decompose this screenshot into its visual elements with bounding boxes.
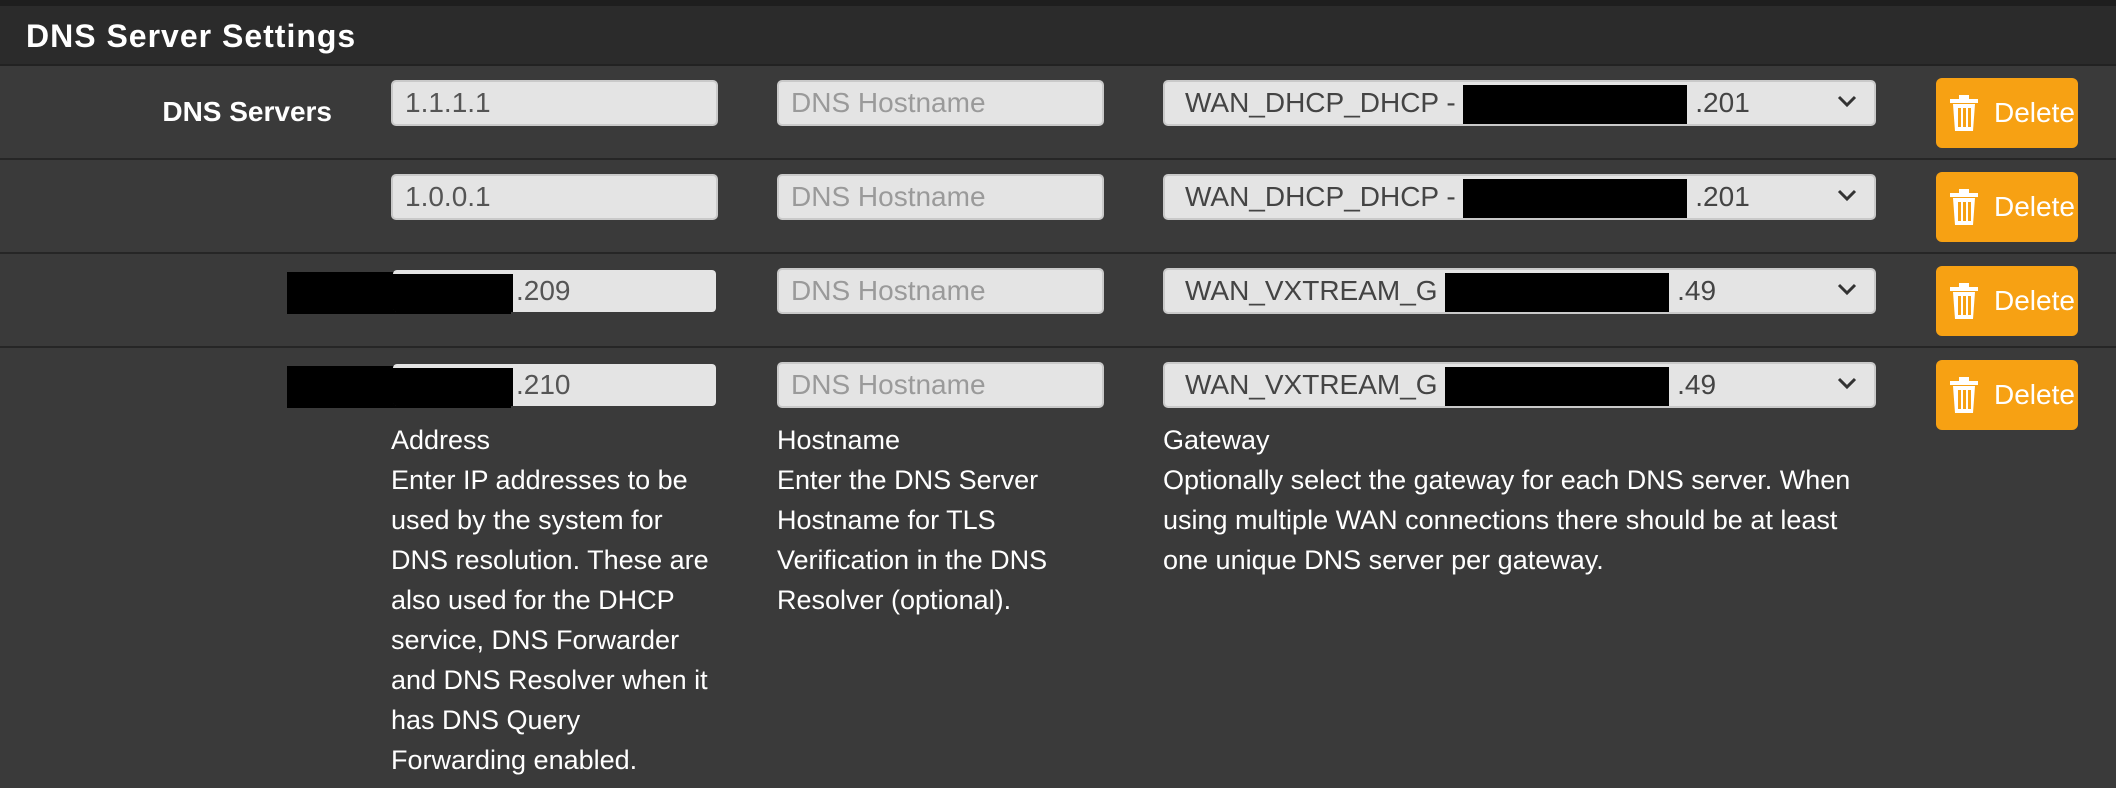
dns-address-input[interactable]: 1.0.0.1 [391, 174, 718, 220]
gateway-help: Gateway Optionally select the gateway fo… [1163, 420, 1883, 580]
dns-address-input[interactable]: .209 [391, 268, 718, 314]
chevron-down-icon [1837, 377, 1857, 390]
dns-hostname-placeholder: DNS Hostname [791, 181, 986, 212]
delete-button-label: Delete [1994, 191, 2075, 222]
dns-hostname-input[interactable]: DNS Hostname [777, 362, 1104, 408]
gateway-select-suffix: .201 [1695, 181, 1750, 212]
redaction-box [1445, 366, 1670, 406]
gateway-select-value: WAN_VXTREAM_G [1185, 369, 1438, 400]
redaction-box [1463, 178, 1688, 218]
redaction-box [1445, 272, 1670, 312]
hostname-help-text: Enter the DNS Server Hostname for TLS Ve… [777, 465, 1048, 615]
gateway-select-suffix: .49 [1677, 275, 1717, 306]
dns-hostname-input[interactable]: DNS Hostname [777, 174, 1104, 220]
delete-button[interactable]: Delete [1936, 172, 2078, 242]
gateway-select-suffix: .49 [1677, 369, 1717, 400]
delete-button[interactable]: Delete [1936, 360, 2078, 430]
chevron-down-icon [1837, 283, 1857, 296]
dns-address-input[interactable]: 1.1.1.1 [391, 80, 718, 126]
dns-server-row: DNS Servers 1.1.1.1 DNS Hostname WAN_DHC… [0, 66, 2116, 160]
gateway-select[interactable]: WAN_DHCP_DHCP - .201 [1163, 80, 1876, 126]
panel-heading: DNS Server Settings [0, 6, 2116, 66]
delete-button-label: Delete [1994, 97, 2075, 128]
dns-hostname-input[interactable]: DNS Hostname [777, 80, 1104, 126]
gateway-select-value: WAN_VXTREAM_G [1185, 275, 1438, 306]
dns-server-row: .210 DNS Hostname WAN_VXTREAM_G .49 Dele… [0, 348, 2116, 788]
address-help: Address Enter IP addresses to be used by… [391, 420, 721, 780]
gateway-select-value: WAN_DHCP_DHCP - [1185, 87, 1464, 118]
dns-server-row: .209 DNS Hostname WAN_VXTREAM_G .49 Dele… [0, 254, 2116, 348]
gateway-select-suffix: .201 [1695, 87, 1750, 118]
chevron-down-icon [1837, 189, 1857, 202]
dns-servers-label: DNS Servers [162, 96, 332, 127]
delete-button-label: Delete [1994, 379, 2075, 410]
hostname-help-title: Hostname [777, 425, 901, 455]
address-help-title: Address [391, 425, 491, 455]
gateway-select-value: WAN_DHCP_DHCP - [1185, 181, 1464, 212]
trash-icon [1950, 377, 1978, 413]
trash-icon [1950, 189, 1978, 225]
trash-icon [1950, 283, 1978, 319]
chevron-down-icon [1837, 95, 1857, 108]
dns-address-input[interactable]: .210 [391, 362, 718, 408]
dns-hostname-placeholder: DNS Hostname [791, 87, 986, 118]
gateway-select[interactable]: WAN_VXTREAM_G .49 [1163, 268, 1876, 314]
gateway-help-title: Gateway [1163, 425, 1270, 455]
trash-icon [1950, 95, 1978, 131]
delete-button[interactable]: Delete [1936, 266, 2078, 336]
gateway-help-text: Optionally select the gateway for each D… [1163, 465, 1851, 575]
delete-button-label: Delete [1994, 285, 2075, 316]
top-border [0, 0, 2116, 6]
delete-button[interactable]: Delete [1936, 78, 2078, 148]
gateway-select[interactable]: WAN_DHCP_DHCP - .201 [1163, 174, 1876, 220]
panel-title: DNS Server Settings [26, 18, 357, 54]
gateway-select[interactable]: WAN_VXTREAM_G .49 [1163, 362, 1876, 408]
hostname-help: Hostname Enter the DNS Server Hostname f… [777, 420, 1077, 620]
dns-address-value: 1.0.0.1 [405, 181, 491, 212]
address-help-text: Enter IP addresses to be used by the sys… [391, 465, 709, 775]
dns-hostname-placeholder: DNS Hostname [791, 369, 986, 400]
redaction-box [1463, 84, 1688, 124]
dns-address-value: 1.1.1.1 [405, 87, 491, 118]
dns-server-row: 1.0.0.1 DNS Hostname WAN_DHCP_DHCP - .20… [0, 160, 2116, 254]
dns-address-value: .210 [516, 369, 571, 400]
dns-address-value: .209 [516, 275, 571, 306]
dns-hostname-placeholder: DNS Hostname [791, 275, 986, 306]
redaction-box [393, 368, 513, 406]
dns-hostname-input[interactable]: DNS Hostname [777, 268, 1104, 314]
redaction-box [393, 274, 513, 312]
